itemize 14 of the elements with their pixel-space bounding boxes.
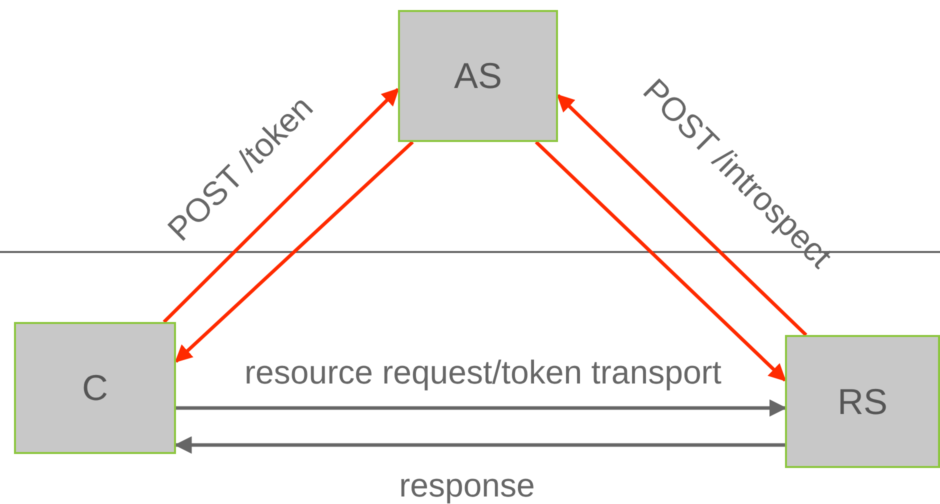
arrow — [176, 399, 787, 417]
arrow — [174, 436, 785, 454]
node-label: RS — [837, 380, 888, 422]
arrow — [556, 94, 808, 336]
node-box — [14, 322, 176, 454]
arrow — [174, 140, 414, 363]
edge-label: response — [399, 468, 535, 502]
node-label: AS — [454, 55, 502, 97]
arrow — [162, 88, 400, 324]
edge-label: resource request/token transport — [244, 356, 722, 388]
node-label: C — [82, 367, 108, 409]
node-box — [398, 10, 558, 142]
node-box — [785, 335, 940, 468]
arrow — [534, 140, 786, 382]
